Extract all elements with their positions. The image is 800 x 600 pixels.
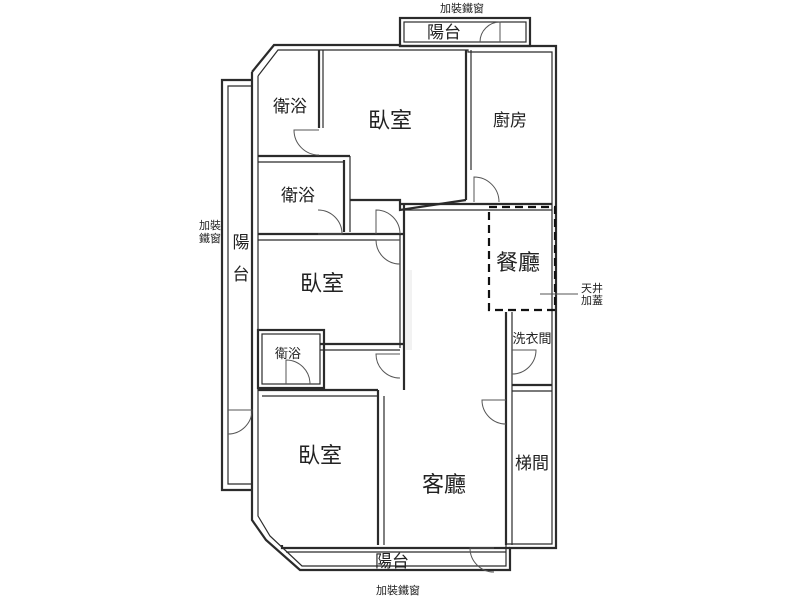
label-living: 客廳 (422, 473, 466, 498)
door-bedroom3 (375, 353, 401, 379)
label-laundry: 洗衣間 (512, 331, 551, 347)
door-laundry (511, 349, 537, 375)
door-bedroom2 (375, 239, 401, 265)
door-bath1 (293, 129, 320, 156)
outer-walls (220, 16, 558, 572)
label-stairwell: 梯間 (515, 454, 549, 474)
label-kitchen: 廚房 (493, 110, 527, 131)
interior-walls (256, 50, 552, 545)
annotation-skylight-1: 天井 (581, 281, 603, 295)
door-bath3 (285, 359, 311, 385)
label-dining: 餐廳 (496, 251, 540, 276)
label-bedroom-3: 臥室 (298, 444, 342, 469)
door-kitchen (473, 176, 500, 203)
label-bedroom-2: 臥室 (300, 272, 344, 297)
annotation-skylight-2: 加蓋 (581, 294, 603, 307)
door-left-balcony (227, 409, 253, 435)
door-bottom-balcony (469, 547, 495, 573)
annotation-top-window: 加裝鐵窗 (440, 1, 484, 15)
label-left-balcony: 陽 台 (233, 233, 250, 285)
room-labels: 陽台 衛浴 臥室 廚房 衛浴 臥室 餐廳 洗衣間 衛浴 梯間 臥室 客廳 陽台 (273, 23, 552, 572)
annotation-left-window-2: 鐵窗 (199, 231, 221, 245)
annotations: 加裝鐵窗 加裝 鐵窗 加裝鐵窗 天井 加蓋 (199, 1, 603, 597)
label-bath-3: 衛浴 (275, 347, 301, 362)
label-bath-1: 衛浴 (273, 97, 307, 117)
wall-tint (406, 270, 412, 350)
doors (227, 21, 537, 573)
door-master (375, 209, 401, 235)
svg-text:台: 台 (233, 265, 250, 285)
label-bath-2: 衛浴 (281, 186, 315, 206)
dining-outline (487, 205, 557, 312)
door-top-balcony (479, 21, 501, 43)
door-bath2 (317, 209, 343, 235)
annotation-left-window-1: 加裝 (199, 219, 221, 232)
label-bedroom-master: 臥室 (368, 109, 412, 134)
annotation-bottom-window: 加裝鐵窗 (376, 583, 420, 597)
svg-text:陽: 陽 (233, 233, 250, 253)
door-living (481, 399, 507, 425)
label-bottom-balcony: 陽台 (375, 552, 409, 572)
label-top-balcony: 陽台 (427, 23, 461, 43)
